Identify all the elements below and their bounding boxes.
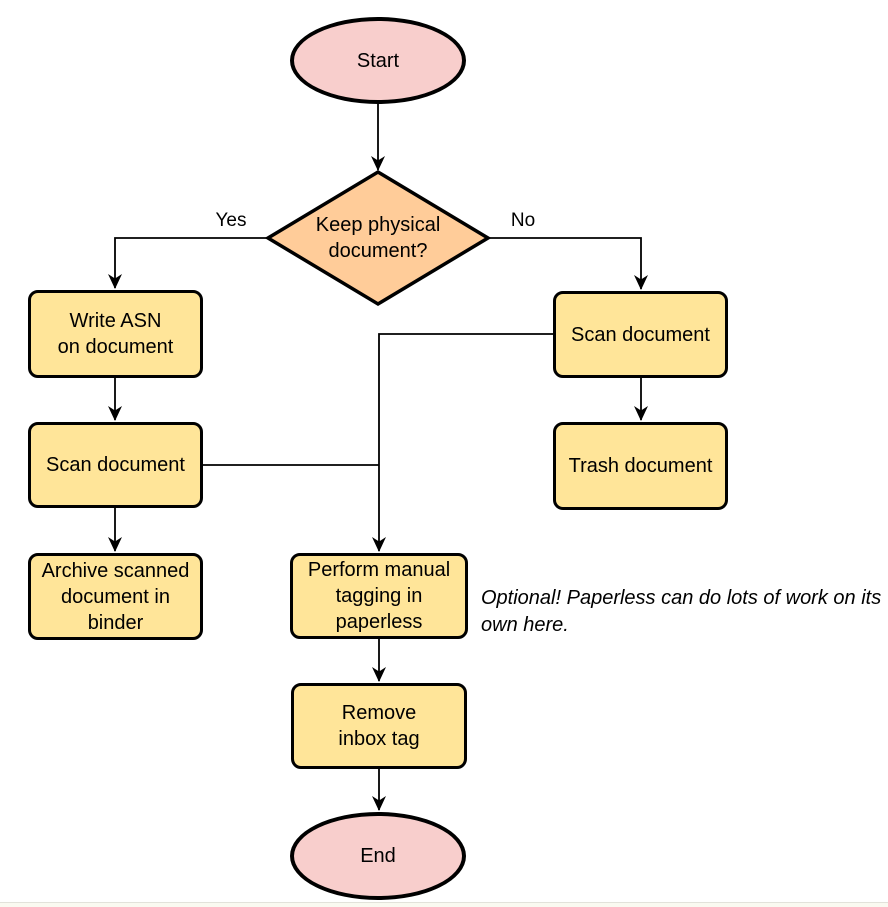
annotation-text: Optional! Paperless can do lots of work … <box>481 587 882 636</box>
edge-scan-right-to-tagging <box>372 333 553 552</box>
node-tagging-label: Perform manual tagging in paperless <box>307 559 451 633</box>
node-archive-label: Archive scanned document in binder <box>41 559 190 634</box>
node-scan-document-right: Scan document <box>553 291 728 378</box>
node-remove-inbox-label: Remove inbox tag <box>338 702 420 750</box>
node-write-asn-label: Write ASN on document <box>57 310 174 358</box>
node-end: End <box>290 812 466 900</box>
node-archive-binder: Archive scanned document in binder <box>28 553 203 640</box>
node-remove-inbox-tag: Remove inbox tag <box>291 683 467 769</box>
node-scan-document-left: Scan document <box>28 422 203 508</box>
node-write-asn: Write ASN on document <box>28 290 203 378</box>
node-manual-tagging: Perform manual tagging in paperless <box>290 553 468 639</box>
edge-decision-no-to-scan-right <box>488 237 648 290</box>
node-decision-label: Keep physical document? <box>288 205 468 271</box>
node-scan-left-label: Scan document <box>46 454 185 476</box>
node-start: Start <box>290 17 466 104</box>
edge-label-yes: Yes <box>205 208 257 234</box>
node-scan-right-label: Scan document <box>571 323 710 346</box>
page-bottom-rule <box>0 902 888 907</box>
node-start-label: Start <box>356 49 400 72</box>
edge-label-no: No <box>497 208 549 234</box>
annotation-note: Optional! Paperless can do lots of work … <box>481 585 883 639</box>
node-end-label: End <box>360 845 396 867</box>
no-label-text: No <box>510 210 536 231</box>
decision-label-text: Keep physical document? <box>315 214 441 262</box>
edge-decision-yes-to-write-asn <box>108 237 268 289</box>
node-trash-document: Trash document <box>553 422 728 510</box>
yes-label-text: Yes <box>215 210 247 231</box>
node-trash-label: Trash document <box>568 455 713 477</box>
decision-diamond-shape <box>264 169 492 307</box>
